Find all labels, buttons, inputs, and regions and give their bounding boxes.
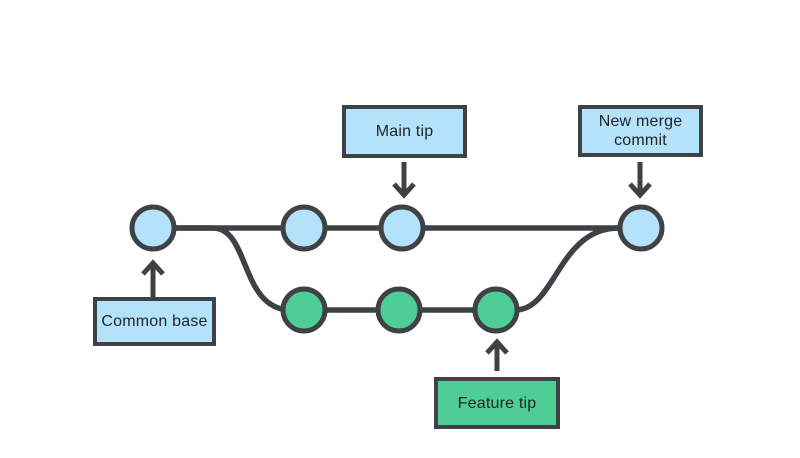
feature-tip-arrow-up-icon [485, 338, 509, 371]
common-base-label-text: Common base [101, 313, 208, 330]
commit-node-feature-1 [280, 286, 328, 334]
feature-tip-label-text: Feature tip [457, 394, 537, 412]
main-tip-label: Main tip [342, 105, 467, 158]
commit-node-main-2 [280, 204, 328, 252]
commit-node-feature-2 [375, 286, 423, 334]
commit-node-main-4 [617, 204, 665, 252]
commit-node-main-1 [129, 204, 177, 252]
new-merge-commit-label: New merge commit [578, 105, 703, 157]
new-merge-commit-label-text: New merge commit [598, 113, 683, 149]
commit-node-feature-3 [472, 286, 520, 334]
new-merge-commit-arrow-down-icon [628, 162, 652, 199]
callout-arrows [141, 162, 652, 371]
feature-tip-label: Feature tip [434, 377, 560, 429]
common-base-label: Common base [93, 297, 216, 346]
commit-node-main-3 [378, 204, 426, 252]
main-tip-label-text: Main tip [375, 123, 434, 140]
main-tip-arrow-down-icon [392, 162, 416, 199]
commit-nodes-layer [129, 204, 665, 334]
common-base-arrow-up-icon [141, 259, 165, 298]
